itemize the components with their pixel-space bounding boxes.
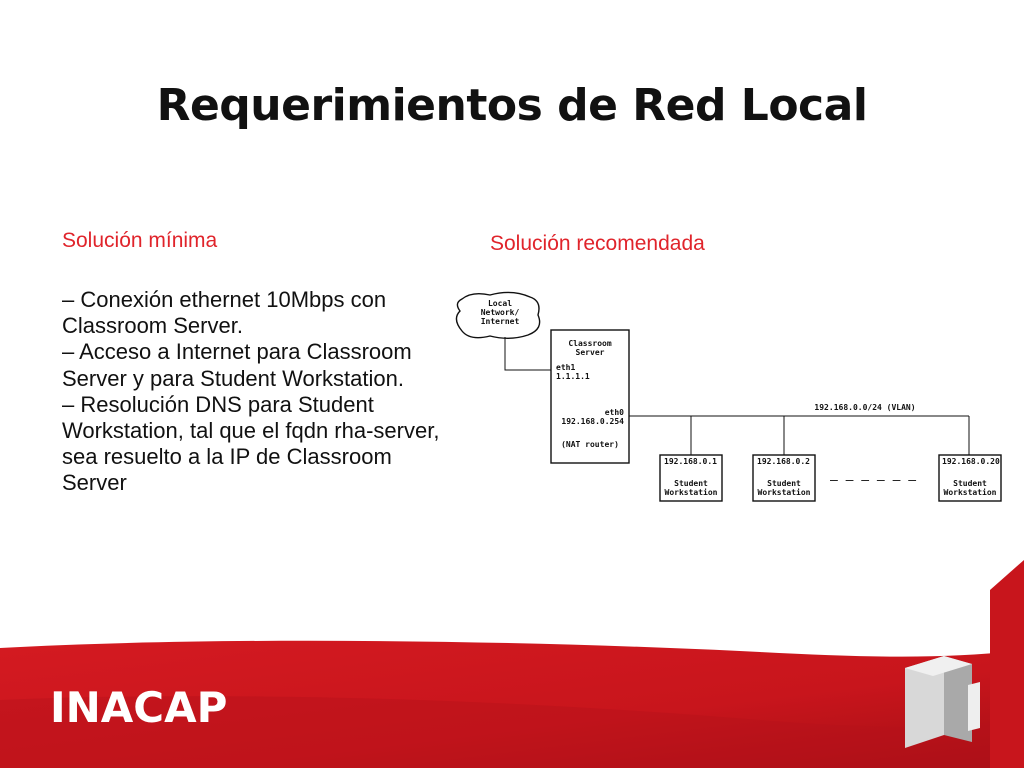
cloud-shape xyxy=(455,291,541,339)
recommended-solution-heading: Solución recomendada xyxy=(490,232,705,255)
cloud-label-line-1: Local xyxy=(488,299,512,308)
requirement-ethernet: – Conexión ethernet 10Mbps con Classroom… xyxy=(62,287,387,339)
server-eth0-label: eth0 xyxy=(605,408,624,417)
more-workstations-dashes: – – – – – – xyxy=(830,473,916,488)
server-title-line-1: Classroom xyxy=(568,339,612,348)
vlan-label: 192.168.0.0/24 (VLAN) xyxy=(814,403,915,412)
slide-title: Requerimientos de Red Local xyxy=(156,80,868,131)
server-eth1-label: eth1 xyxy=(556,363,575,372)
workstation-ip-2: 192.168.0.2 xyxy=(757,457,810,466)
network-diagram: Local Network/ Internet Classroom Server… xyxy=(455,291,1002,502)
requirements-list: – Conexión ethernet 10Mbps con Classroom… xyxy=(62,287,462,497)
classroom-server-box xyxy=(550,329,630,464)
server-role: (NAT router) xyxy=(561,440,619,449)
workstation-box-1 xyxy=(659,454,723,502)
server-title-line-2: Server xyxy=(576,348,605,357)
requirement-internet: – Acceso a Internet para Classroom Serve… xyxy=(62,339,412,391)
workstation-name-20b: Workstation xyxy=(944,487,997,497)
workstation-box-2 xyxy=(752,454,816,502)
minimum-solution-heading: Solución mínima xyxy=(62,229,218,252)
server-eth0-ip: 192.168.0.254 xyxy=(561,417,624,426)
cube-graphic xyxy=(905,656,980,748)
left-column: Solución mínima – Conexión ethernet 10Mb… xyxy=(62,228,462,497)
workstation-name-2a: Student xyxy=(767,479,801,488)
cloud-label-line-3: Internet xyxy=(481,317,520,326)
cloud-label-line-2: Network/ xyxy=(481,308,520,317)
workstation-ip-1: 192.168.0.1 xyxy=(664,457,717,466)
workstation-name-20a: Student xyxy=(953,479,987,488)
workstation-box-20 xyxy=(938,454,1002,502)
wan-link xyxy=(504,337,551,371)
inacap-logo: INACAP xyxy=(50,683,228,732)
requirement-dns: – Resolución DNS para Student Workstatio… xyxy=(62,391,440,496)
red-corner xyxy=(990,560,1024,768)
workstation-name-1a: Student xyxy=(674,479,708,488)
workstation-ip-20: 192.168.0.20 xyxy=(942,457,1000,466)
server-eth1-ip: 1.1.1.1 xyxy=(556,372,590,381)
workstation-name-2b: Workstation xyxy=(758,487,811,497)
workstation-name-1b: Workstation xyxy=(665,487,718,497)
